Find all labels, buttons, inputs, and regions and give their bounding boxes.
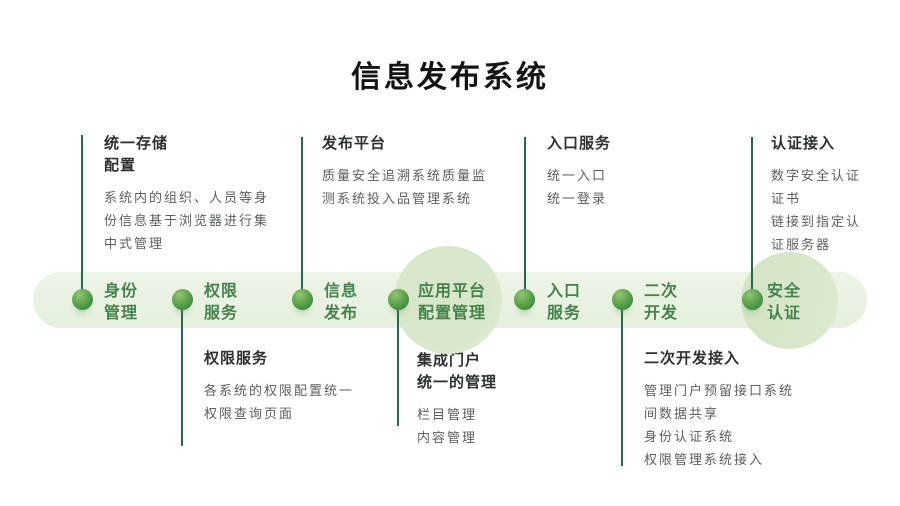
connector-line-up-identity [81,135,83,299]
timeline-label-identity: 身份 管理 [104,283,139,322]
timeline-label-security: 安全 认证 [767,283,802,322]
connector-line-down-devapi [621,300,623,466]
block-body: 统一入口 统一登录 [547,167,608,206]
connector-line-up-publish [301,137,303,299]
top-block-unified-storage: 统一存储 配置 系统内的组织、人员等身份信息基于浏览器进行集中式管理 [104,133,276,255]
top-block-entry-service: 入口服务 统一入口 统一登录 [547,133,697,210]
block-heading: 集成门户 统一的管理 [417,352,498,391]
block-heading: 发布平台 [322,135,387,152]
bottom-block-portal-management: 集成门户 统一的管理 栏目管理 内容管理 [417,350,577,449]
bottom-block-secondary-dev: 二次开发接入 管理门户预留接口系统间数据共享 身份认证系统 权限管理系统接入 [644,348,796,471]
top-block-publish-platform: 发布平台 质量安全追溯系统质量监测系统投入品管理系统 [322,133,494,210]
timeline-node-devapi-icon [612,289,633,310]
block-body: 系统内的组织、人员等身份信息基于浏览器进行集中式管理 [104,189,270,251]
connector-line-up-auth [751,137,753,299]
bottom-block-permission-service: 权限服务 各系统的权限配置统一权限查询页面 [204,348,356,425]
timeline-label-app-platform: 应用平台 配置管理 [418,283,487,322]
block-body: 质量安全追溯系统质量监测系统投入品管理系统 [322,167,488,206]
block-heading: 二次开发接入 [644,350,741,367]
highlight-circle-app-platform [394,246,502,354]
timeline-label-entry: 入口 服务 [547,283,582,322]
timeline-node-security-icon [742,289,763,310]
timeline-node-permission-icon [172,289,193,310]
timeline-label-publish: 信息 发布 [324,283,359,322]
timeline-label-devapi: 二次 开发 [644,283,679,322]
page-title: 信息发布系统 [351,61,549,94]
block-heading: 统一存储 配置 [104,135,169,174]
timeline-node-app-platform-icon [388,289,409,310]
timeline-node-publish-icon [292,289,313,310]
block-body: 管理门户预留接口系统间数据共享 身份认证系统 权限管理系统接入 [644,382,795,468]
block-body: 各系统的权限配置统一权限查询页面 [204,382,355,421]
top-block-auth-access: 认证接入 数字安全认证证书 链接到指定认证服务器 [771,133,871,256]
timeline-label-permission: 权限 服务 [204,283,239,322]
block-heading: 权限服务 [204,350,269,367]
timeline-node-identity-icon [72,289,93,310]
block-body: 数字安全认证证书 链接到指定认证服务器 [771,167,862,253]
connector-line-down-portal [397,300,399,426]
connector-line-down-permission [181,300,183,446]
timeline-node-entry-icon [514,289,535,310]
block-heading: 认证接入 [771,135,836,152]
block-body: 栏目管理 内容管理 [417,406,478,445]
connector-line-up-entry [524,137,526,299]
block-heading: 入口服务 [547,135,612,152]
